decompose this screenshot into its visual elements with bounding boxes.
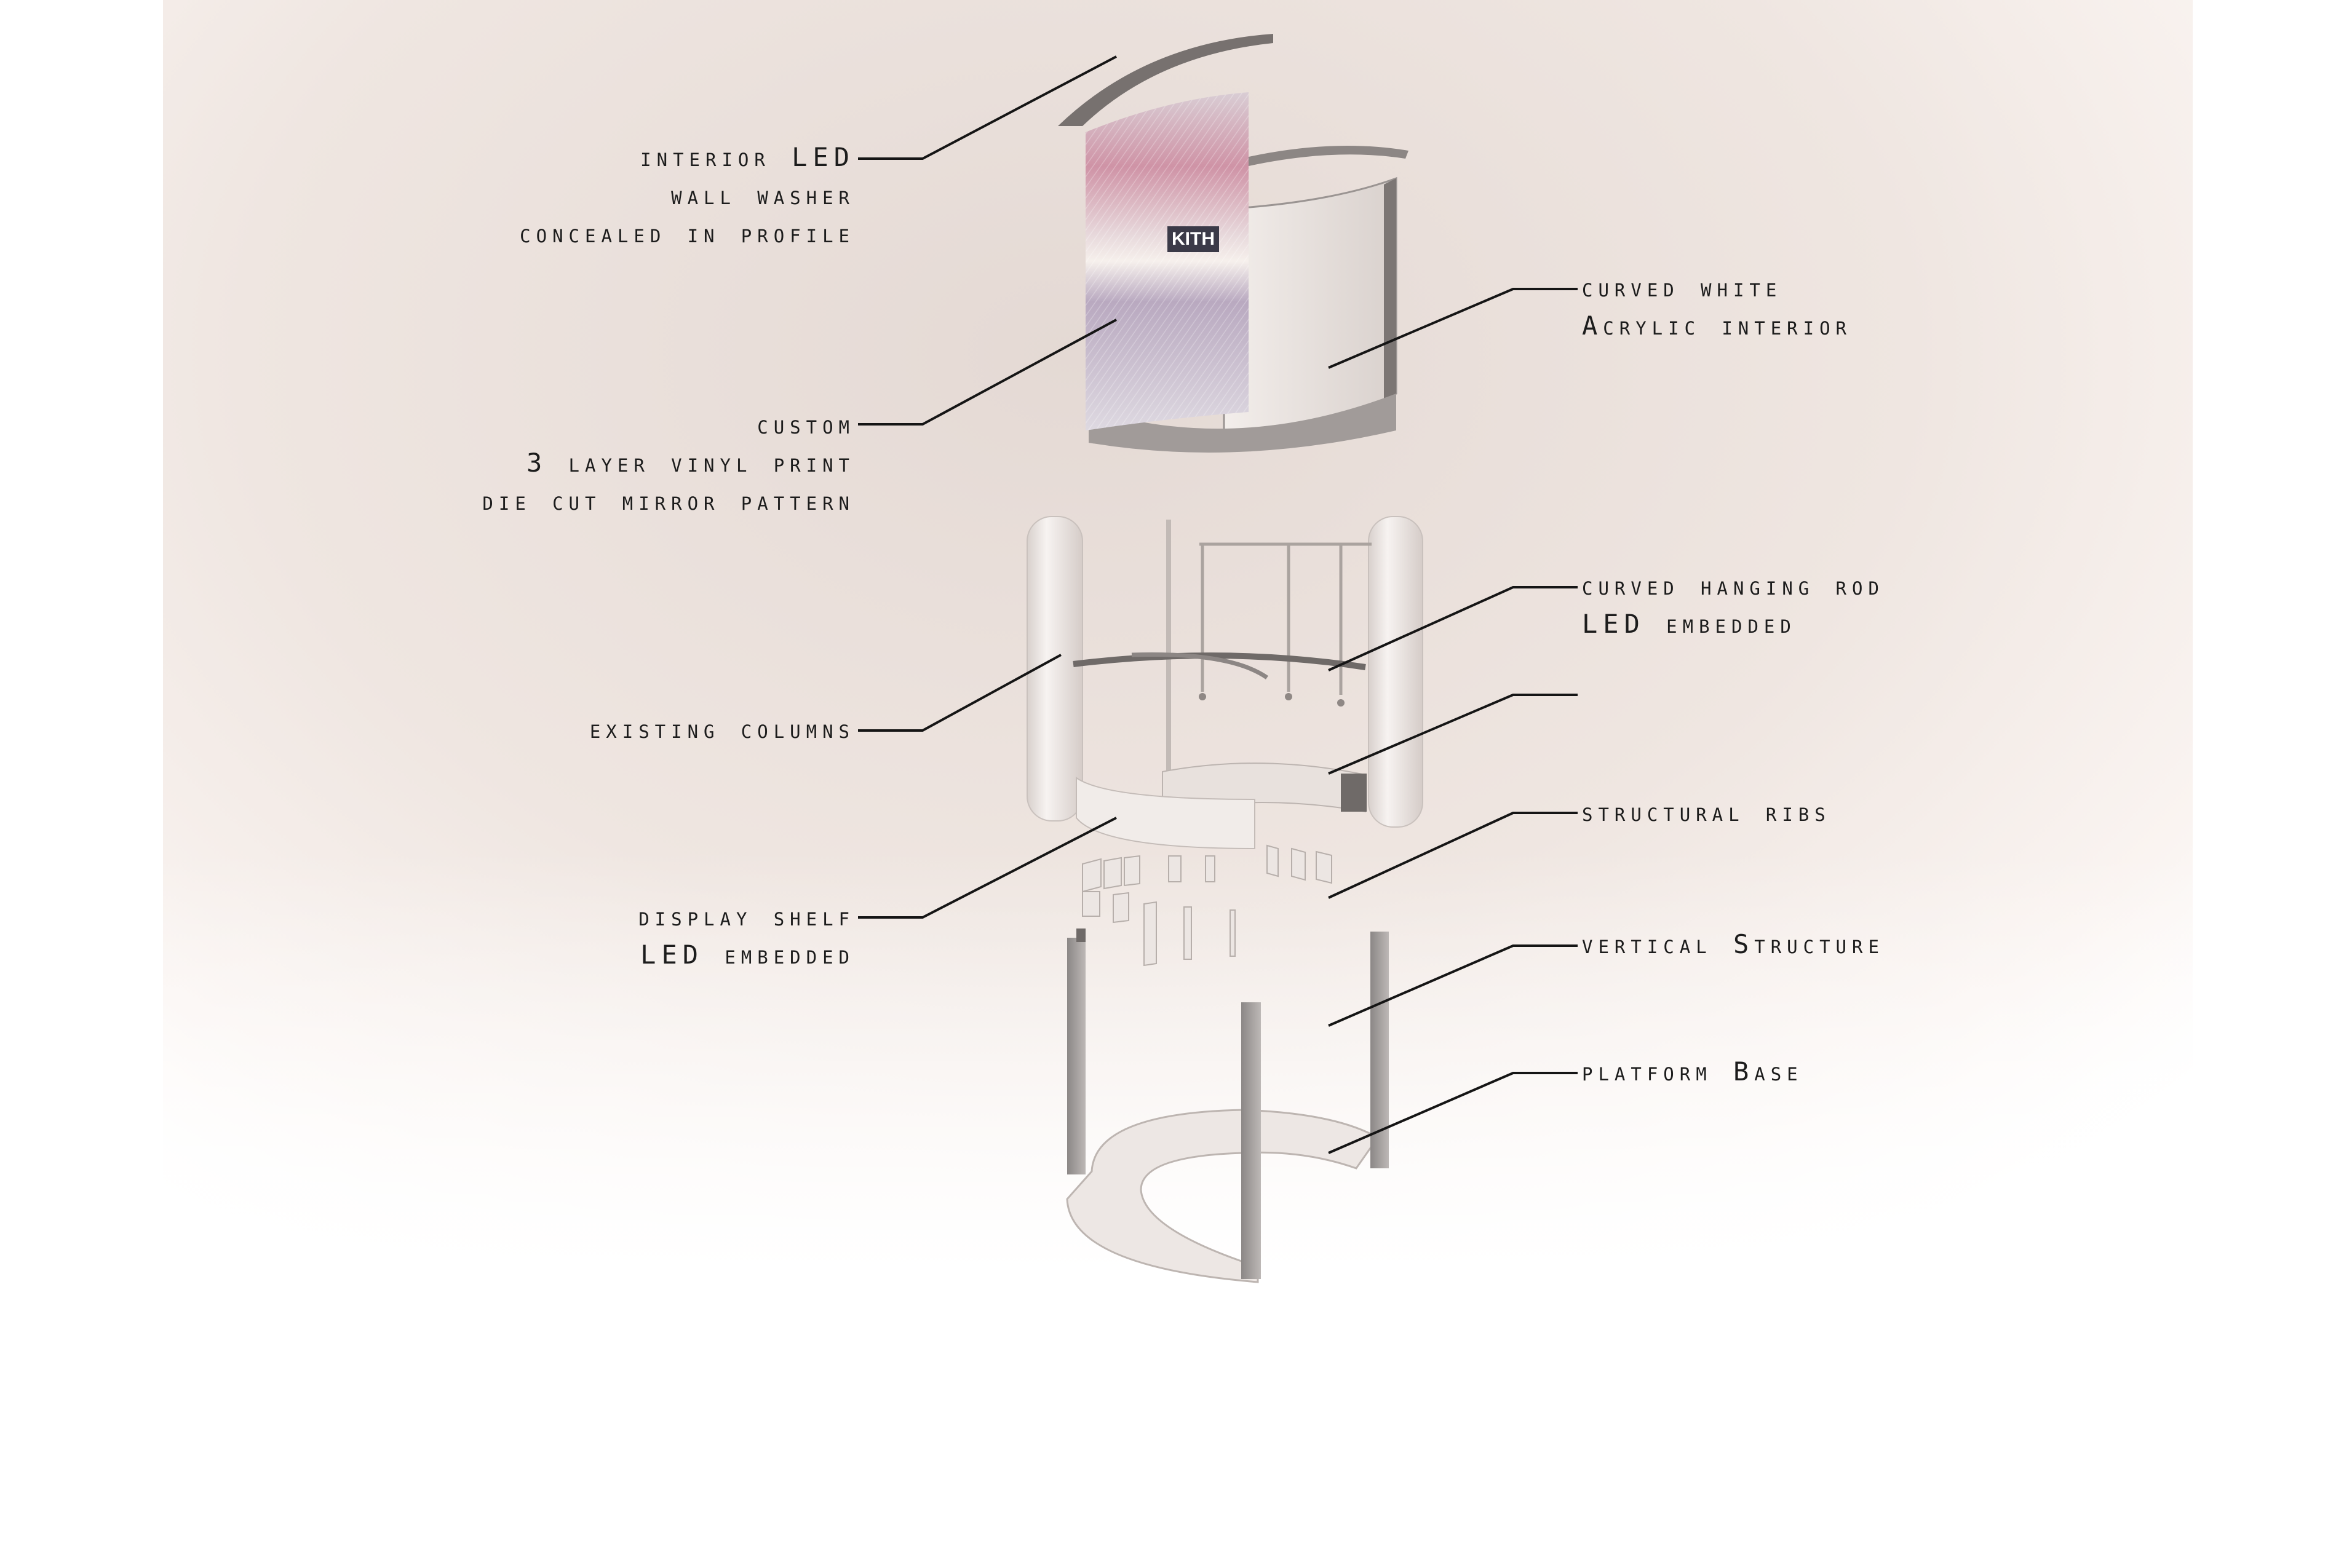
rib xyxy=(1113,892,1129,924)
led-wall-washer-ring xyxy=(1058,34,1273,126)
leader-extra xyxy=(1328,694,1578,775)
rib xyxy=(1316,850,1332,884)
label-custom-vinyl: custom 3 layer vinyl print die cut mirro… xyxy=(482,406,855,520)
rib xyxy=(1205,855,1215,882)
led-wall-washer-ring-back xyxy=(1249,146,1408,166)
rib xyxy=(1266,844,1279,877)
middle-module xyxy=(1027,516,1423,850)
vertical-post-1 xyxy=(1067,938,1086,1174)
rib xyxy=(1230,909,1236,957)
kith-logo-text: KITH xyxy=(1172,229,1215,249)
leader-vertical-structure xyxy=(1328,944,1578,1027)
hanging-hook-1 xyxy=(1199,693,1206,700)
label-line: wall washer xyxy=(671,180,855,210)
display-shelf-end xyxy=(1341,774,1367,812)
label-display-shelf: display shelf LED embedded xyxy=(638,898,855,974)
rib xyxy=(1103,857,1122,890)
label-line: curved white xyxy=(1582,272,1782,303)
acrylic-interior-panel xyxy=(1223,176,1397,432)
leader-existing-columns xyxy=(858,654,1062,732)
label-line: structural ribs xyxy=(1582,797,1831,827)
leader-display-shelf xyxy=(858,817,1117,919)
top-module-base-ring xyxy=(1089,394,1396,453)
hanging-hook-2 xyxy=(1285,693,1292,700)
display-shelf-front xyxy=(1076,777,1255,850)
label-line: 3 layer vinyl print xyxy=(526,448,855,478)
label-line: custom xyxy=(757,410,855,440)
label-structural-ribs: structural ribs xyxy=(1582,793,1831,831)
leader-lines xyxy=(858,55,1578,1154)
label-vertical-structure: vertical Structure xyxy=(1582,925,1885,964)
leader-interior-led xyxy=(858,55,1117,160)
leader-custom-vinyl xyxy=(858,319,1117,426)
label-line: interior LED xyxy=(640,142,855,172)
label-line: LED embedded xyxy=(1582,609,1797,639)
leader-platform-base xyxy=(1328,1072,1578,1154)
rib xyxy=(1082,858,1102,893)
top-module: KITH xyxy=(1058,34,1408,453)
rib xyxy=(1124,855,1140,887)
structural-ribs xyxy=(1082,844,1332,967)
label-line: Acrylic interior xyxy=(1582,311,1853,341)
hanging-frame xyxy=(1199,542,1372,695)
vinyl-print-pattern xyxy=(1086,92,1249,430)
label-interior-led: interior LED wall washer concealed in pr… xyxy=(520,138,855,253)
rib xyxy=(1183,906,1192,960)
label-line: display shelf xyxy=(638,901,855,932)
label-line: platform Base xyxy=(1582,1056,1803,1087)
leader-hanging-rod xyxy=(1328,586,1578,671)
curved-hanging-rod xyxy=(1073,652,1366,670)
base-module xyxy=(1066,929,1389,1283)
rib xyxy=(1291,847,1306,881)
leader-structural-ribs xyxy=(1328,812,1578,899)
rib xyxy=(1082,891,1100,917)
existing-column-right xyxy=(1368,516,1423,828)
vertical-post-2 xyxy=(1241,1002,1261,1279)
label-line: existing columns xyxy=(589,714,855,744)
rib xyxy=(1168,855,1182,882)
rib xyxy=(1143,901,1157,967)
label-curved-white: curved white Acrylic interior xyxy=(1582,269,1852,345)
label-line: concealed in profile xyxy=(520,218,855,248)
label-line: die cut mirror pattern xyxy=(482,486,855,516)
acrylic-edge xyxy=(1384,178,1396,406)
label-line: vertical Structure xyxy=(1582,929,1885,959)
label-platform-base: platform Base xyxy=(1582,1053,1803,1091)
label-line: LED embedded xyxy=(640,940,855,970)
vertical-pole xyxy=(1166,520,1171,815)
label-existing-columns: existing columns xyxy=(590,710,855,748)
label-line: curved hanging rod xyxy=(1582,571,1885,601)
hanging-hook-3 xyxy=(1337,699,1345,707)
label-hanging-rod: curved hanging rod LED embedded xyxy=(1582,567,1885,643)
leader-curved-white xyxy=(1328,288,1578,369)
kith-logo-badge xyxy=(1167,226,1219,252)
curved-hanging-rod-back xyxy=(1131,652,1269,679)
vertical-post-1-top xyxy=(1076,929,1086,942)
existing-column-left xyxy=(1027,516,1083,822)
